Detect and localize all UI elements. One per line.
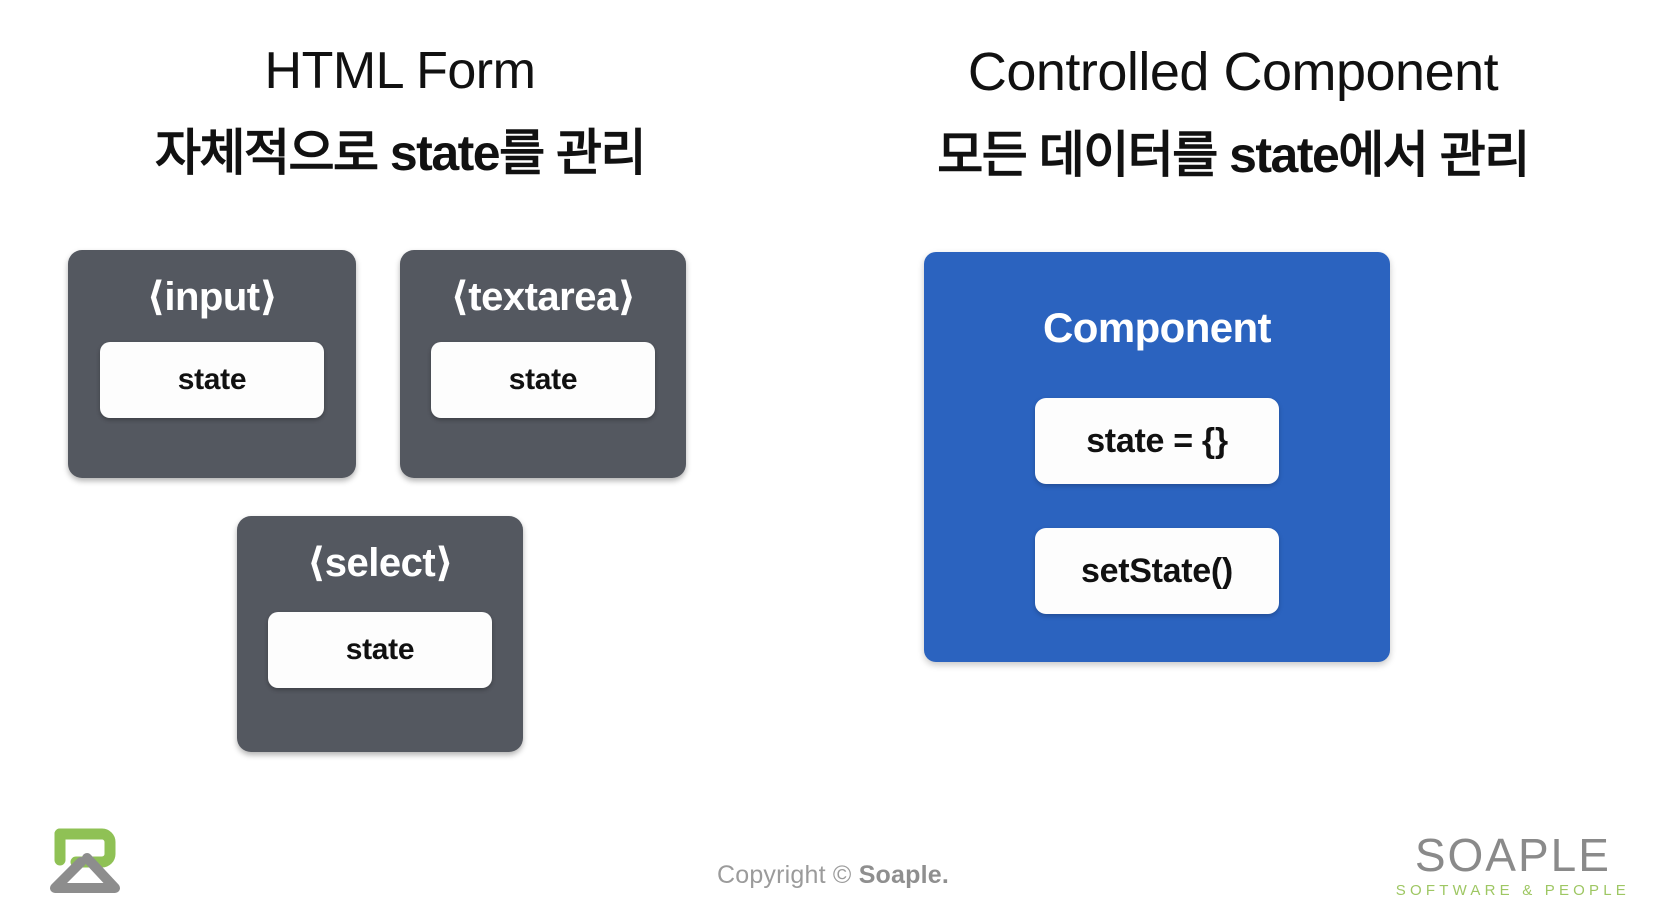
copyright-text: Copyright © Soaple. xyxy=(0,861,1666,890)
element-card-textarea-state-chip: state xyxy=(431,342,655,418)
right-column: Controlled Component 모든 데이터를 state에서 관리 … xyxy=(800,0,1666,790)
right-column-subtitle: 모든 데이터를 state에서 관리 xyxy=(937,126,1530,183)
content-columns: HTML Form 자체적으로 state를 관리 ⟨input⟩ state … xyxy=(0,0,1666,790)
left-column-title: HTML Form xyxy=(264,42,536,100)
left-column: HTML Form 자체적으로 state를 관리 ⟨input⟩ state … xyxy=(0,0,800,790)
element-card-input[interactable]: ⟨input⟩ state xyxy=(68,250,356,478)
soaple-wordmark: SOAPLE SOFTWARE & PEOPLE xyxy=(1396,832,1630,898)
element-card-select-label: ⟨select⟩ xyxy=(307,541,453,585)
soaple-wordmark-tagline: SOFTWARE & PEOPLE xyxy=(1395,882,1630,899)
soaple-mark-icon xyxy=(46,826,124,900)
html-form-elements-group: ⟨input⟩ state ⟨textarea⟩ state ⟨select⟩ … xyxy=(0,250,800,752)
element-card-textarea[interactable]: ⟨textarea⟩ state xyxy=(400,250,686,478)
copyright-brand: Soaple. xyxy=(858,861,950,889)
component-box-title: Component xyxy=(1043,304,1272,351)
element-card-input-state-chip: state xyxy=(100,342,324,418)
right-heading-block: Controlled Component 모든 데이터를 state에서 관리 xyxy=(800,0,1666,181)
element-card-textarea-label: ⟨textarea⟩ xyxy=(450,275,637,319)
element-card-select-state-chip: state xyxy=(268,612,492,688)
soaple-wordmark-name: SOAPLE xyxy=(1414,829,1611,881)
element-card-input-label: ⟨input⟩ xyxy=(146,275,278,319)
component-box[interactable]: Component state = {} setState() xyxy=(924,252,1390,662)
left-column-subtitle: 자체적으로 state를 관리 xyxy=(154,124,647,181)
component-chip-state: state = {} xyxy=(1035,398,1279,484)
left-heading-block: HTML Form 자체적으로 state를 관리 xyxy=(0,0,800,179)
right-column-title: Controlled Component xyxy=(967,42,1499,102)
slide-footer: Copyright © Soaple. SOAPLE SOFTWARE & PE… xyxy=(0,790,1666,920)
component-chip-setstate: setState() xyxy=(1035,528,1279,614)
element-card-select[interactable]: ⟨select⟩ state xyxy=(237,516,523,752)
copyright-prefix: Copyright © xyxy=(716,861,859,889)
